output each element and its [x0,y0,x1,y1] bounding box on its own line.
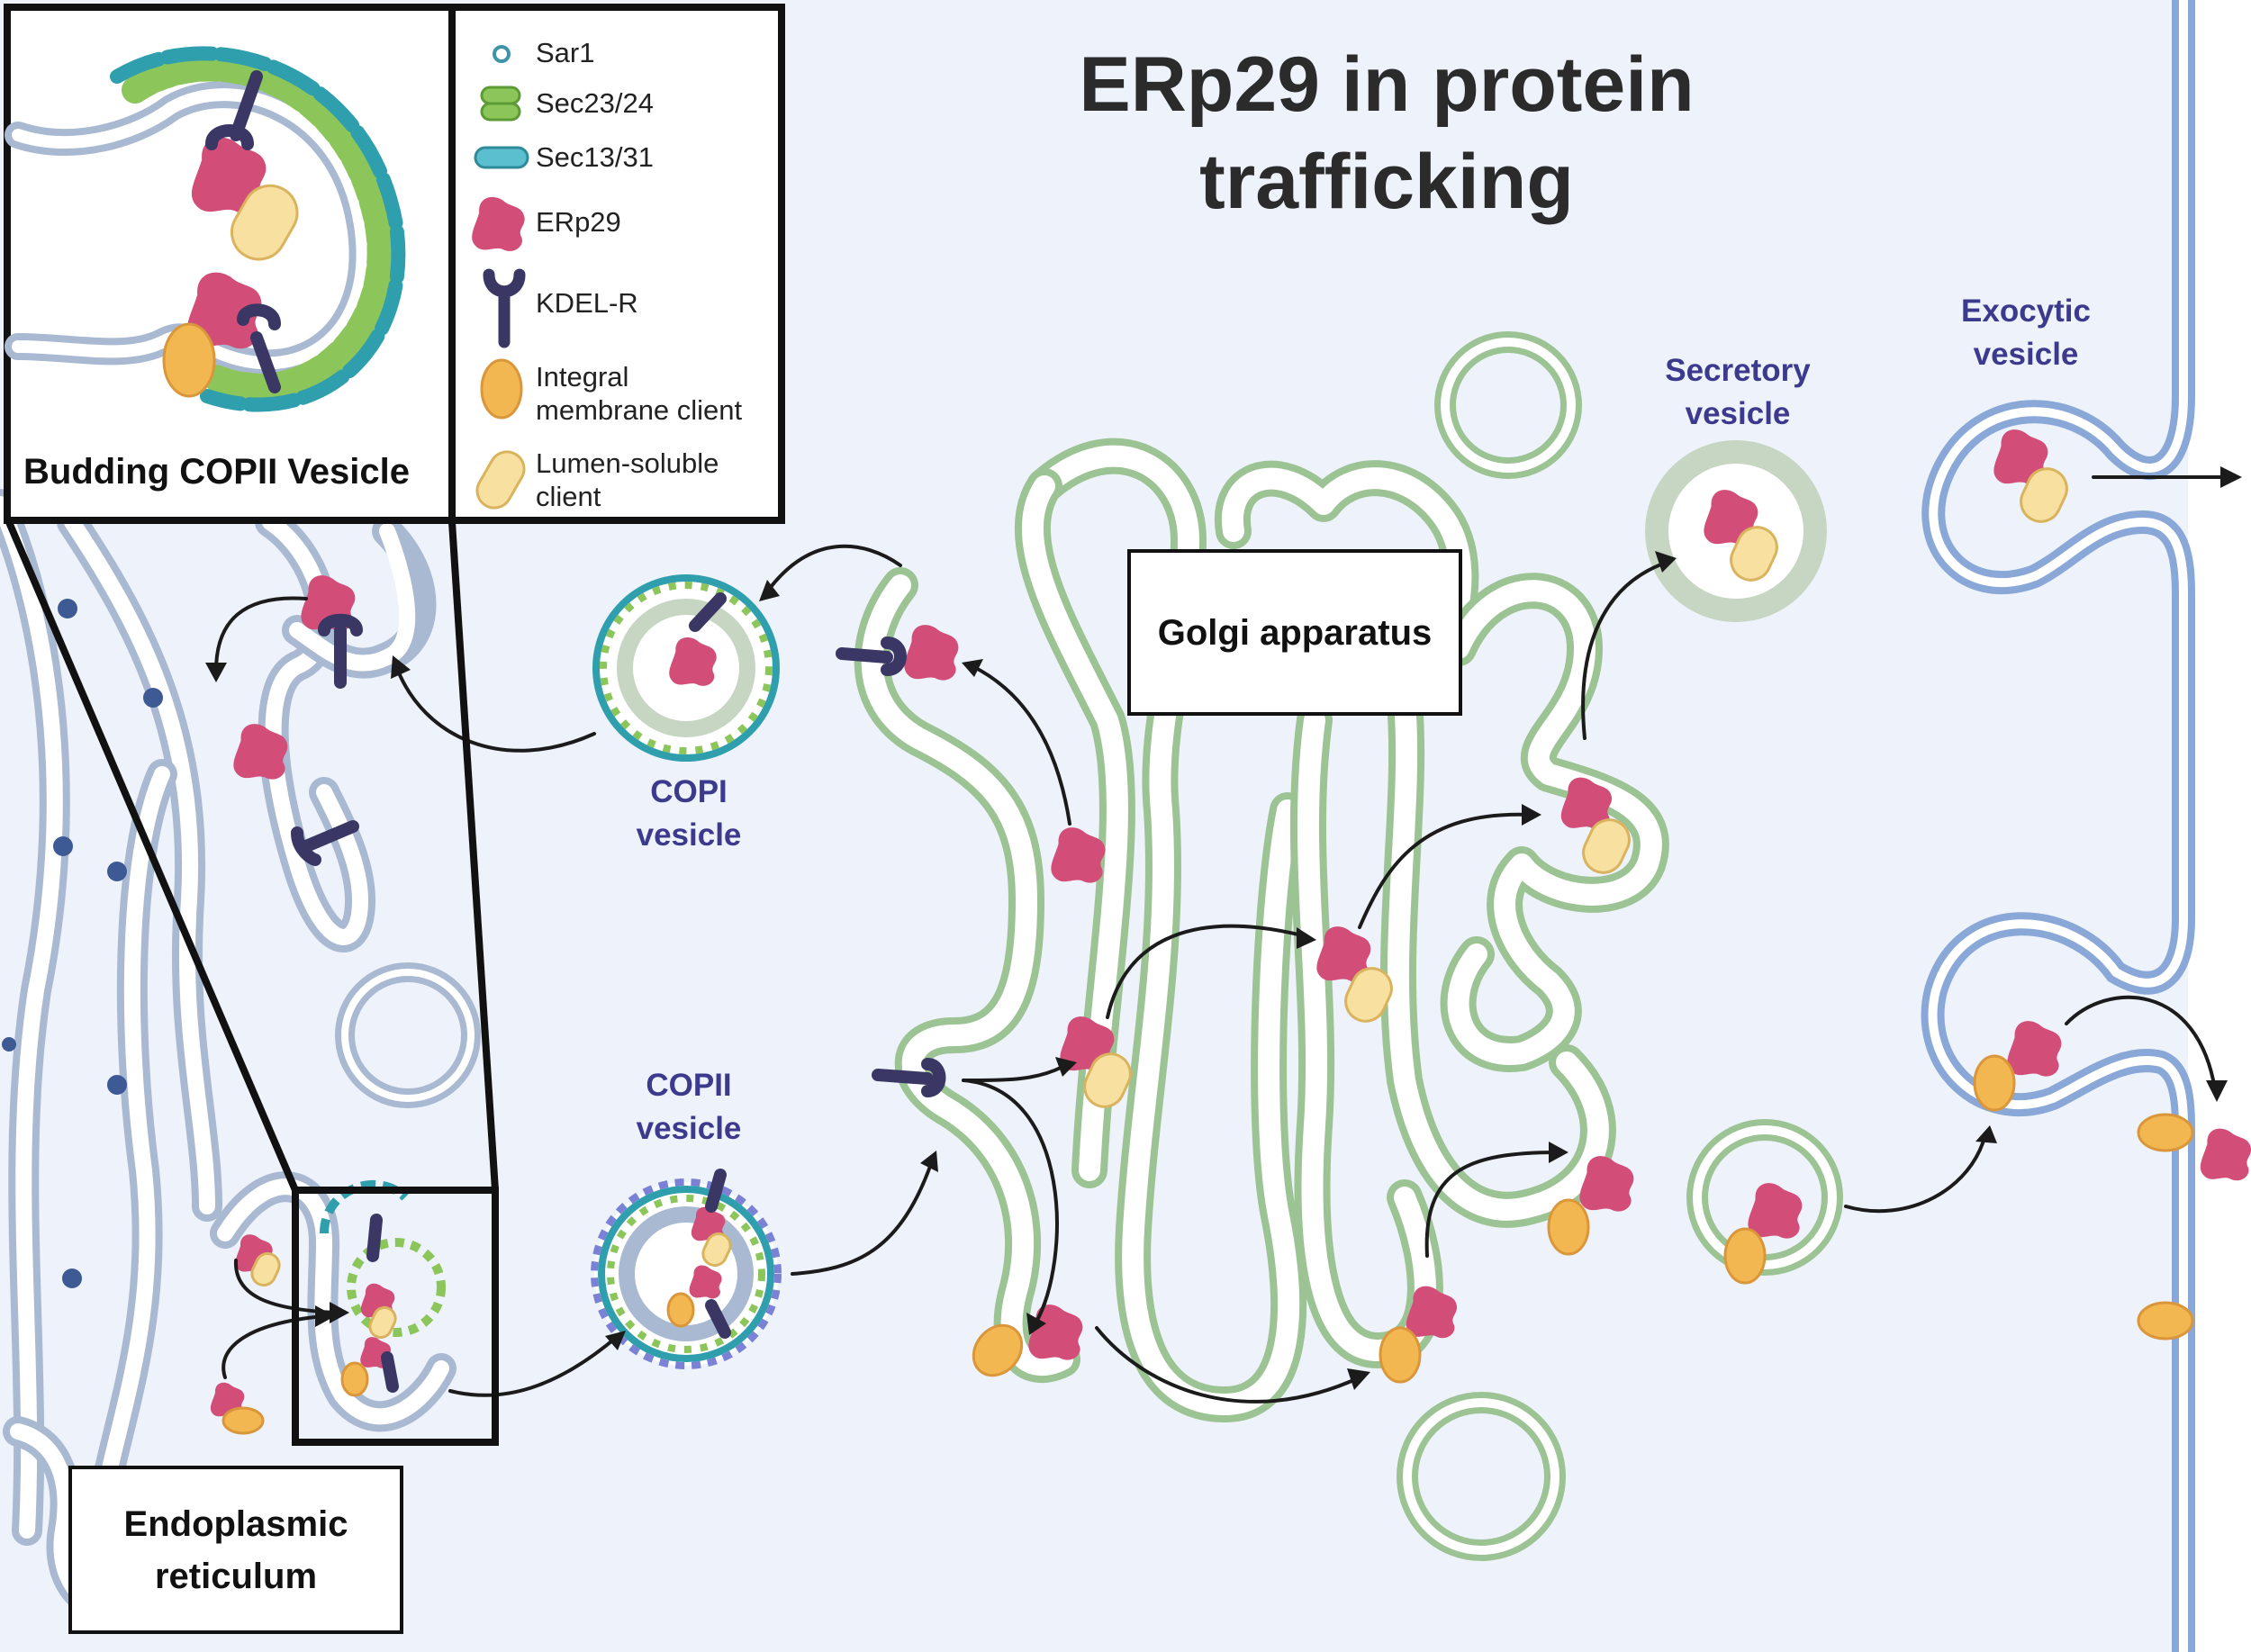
lumen-soluble-client-icon [475,450,526,510]
legend-label-integral-client: Integral membrane client [536,361,743,426]
plasma-membrane [1921,0,2195,1652]
legend-label-sar1: Sar1 [536,37,595,68]
er-label: Endoplasmic reticulum [68,1466,403,1634]
er-label-text: Endoplasmic reticulum [123,1503,348,1596]
sar1-dots [2,599,163,1288]
flow-arrows [214,475,2230,1404]
integral-membrane-client-icon [480,358,523,420]
legend-label-erp29: ERp29 [536,206,621,238]
integral-membrane-clients [221,1054,2194,1435]
secretory-label: Secretory vesicle [1665,353,1811,431]
kdel-r-icon [483,268,526,348]
exocytic-label: Exocytic vesicle [1961,293,2091,372]
legend-label-kdel-r: KDEL-R [536,287,638,319]
legend-label-sec23-24: Sec23/24 [536,87,654,119]
sar1-icon [493,45,511,63]
zoom-connectors [5,520,499,1446]
legend-label-lumen-client: Lumen-soluble client [536,447,719,512]
extracellular-space [2188,0,2251,1652]
diagram-title: ERp29 in protein trafficking [1079,41,1695,225]
legend-label-sec13-31: Sec13/31 [536,141,654,173]
lumen-soluble-clients [250,467,2068,1340]
copi-label: COPI vesicle [636,774,742,853]
sec23-24-icon [480,86,521,122]
copii-label: COPII vesicle [636,1068,742,1146]
inset-panel [4,4,785,524]
sec13-31-icon [474,146,529,169]
kdel-receptors [291,592,946,1393]
inset-caption: Budding COPII Vesicle [23,452,410,492]
golgi-label-text: Golgi apparatus [1157,612,1433,653]
golgi-label: Golgi apparatus [1127,549,1462,716]
copii-vesicle [591,1178,782,1369]
inset-bud-drawing [5,46,406,412]
legend-icons [472,45,529,510]
arrowheads [205,466,2242,1390]
